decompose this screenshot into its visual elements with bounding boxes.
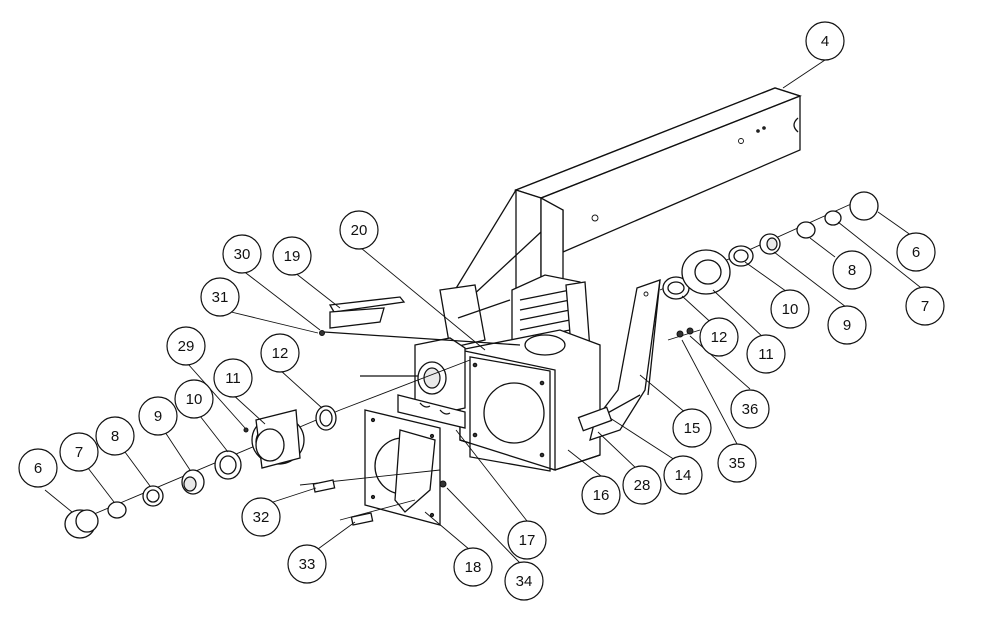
callout-17: 17 xyxy=(507,520,547,560)
svg-text:4: 4 xyxy=(821,33,829,50)
callout-30: 30 xyxy=(222,234,262,274)
callout-8-left: 8 xyxy=(95,416,135,456)
svg-text:29: 29 xyxy=(178,338,195,355)
svg-text:6: 6 xyxy=(912,244,920,261)
callout-12-right: 12 xyxy=(699,317,739,357)
callout-9-left: 9 xyxy=(138,396,178,436)
callout-10-right: 10 xyxy=(770,289,810,329)
svg-text:11: 11 xyxy=(225,370,241,387)
svg-text:9: 9 xyxy=(843,317,851,334)
svg-text:19: 19 xyxy=(284,248,301,265)
svg-text:9: 9 xyxy=(154,408,162,425)
callout-18: 18 xyxy=(453,547,493,587)
right-hub-assembly xyxy=(662,191,879,338)
callout-7-left: 7 xyxy=(59,432,99,472)
callout-28: 28 xyxy=(622,465,662,505)
svg-text:8: 8 xyxy=(848,262,856,279)
callout-15: 15 xyxy=(672,408,712,448)
plate-17 xyxy=(397,394,466,429)
callout-33: 33 xyxy=(287,544,327,584)
callout-bubbles: 4 6 8 7 10 9 12 11 36 35 15 14 28 16 17 … xyxy=(18,21,945,601)
left-hub-assembly xyxy=(64,405,337,539)
callout-36: 36 xyxy=(730,389,770,429)
svg-text:12: 12 xyxy=(272,345,289,362)
svg-text:35: 35 xyxy=(729,455,746,472)
callout-7-right: 7 xyxy=(905,286,945,326)
side-arm xyxy=(577,279,661,441)
svg-text:17: 17 xyxy=(519,532,536,549)
svg-text:7: 7 xyxy=(75,444,83,461)
svg-text:28: 28 xyxy=(634,477,651,494)
leader-lines xyxy=(44,59,926,564)
gearbox-housing xyxy=(459,329,601,472)
svg-text:14: 14 xyxy=(675,467,692,484)
bar-19 xyxy=(319,296,521,346)
svg-text:31: 31 xyxy=(212,289,229,306)
svg-text:11: 11 xyxy=(758,346,774,363)
svg-text:10: 10 xyxy=(782,301,799,318)
callout-6-left: 6 xyxy=(18,448,58,488)
svg-text:30: 30 xyxy=(234,246,251,263)
svg-text:20: 20 xyxy=(351,222,368,239)
plate-18 xyxy=(364,409,441,526)
callout-6-right: 6 xyxy=(896,232,936,272)
svg-text:16: 16 xyxy=(593,487,610,504)
callout-11-left: 11 xyxy=(213,358,253,398)
svg-text:32: 32 xyxy=(253,509,270,526)
callout-11-right: 11 xyxy=(746,334,786,374)
svg-text:33: 33 xyxy=(299,556,316,573)
svg-text:7: 7 xyxy=(921,298,929,315)
drive-gear xyxy=(360,337,466,417)
callout-12-left: 12 xyxy=(260,333,300,373)
svg-text:6: 6 xyxy=(34,460,42,477)
callout-31: 31 xyxy=(200,277,240,317)
callout-34: 34 xyxy=(504,561,544,601)
callout-20: 20 xyxy=(339,210,379,250)
callout-14: 14 xyxy=(663,455,703,495)
callout-9-right: 9 xyxy=(827,305,867,345)
bolts xyxy=(312,479,447,526)
callout-16: 16 xyxy=(581,475,621,515)
svg-text:8: 8 xyxy=(111,428,119,445)
callout-19: 19 xyxy=(272,236,312,276)
svg-text:34: 34 xyxy=(516,573,533,590)
svg-text:10: 10 xyxy=(186,391,203,408)
callout-32: 32 xyxy=(241,497,281,537)
callout-35: 35 xyxy=(717,443,757,483)
svg-text:18: 18 xyxy=(465,559,482,576)
callout-10-left: 10 xyxy=(174,379,214,419)
callout-8-right: 8 xyxy=(832,250,872,290)
svg-text:12: 12 xyxy=(711,329,728,346)
callout-29: 29 xyxy=(166,326,206,366)
main-beam xyxy=(514,87,802,253)
svg-text:15: 15 xyxy=(684,420,701,437)
callout-4: 4 xyxy=(805,21,845,61)
svg-text:36: 36 xyxy=(742,401,759,418)
